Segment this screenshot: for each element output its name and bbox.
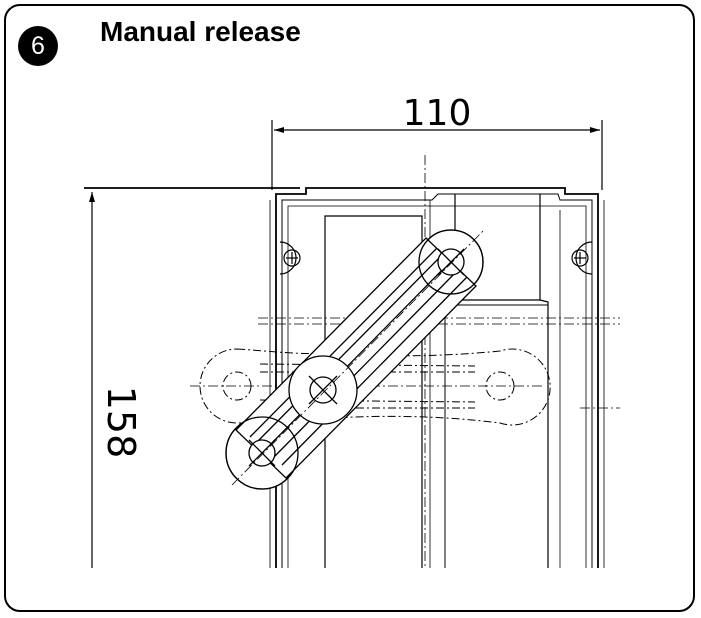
- width-dimension-label: 110: [403, 93, 472, 134]
- housing: [269, 187, 605, 568]
- step-number: 6: [31, 31, 45, 60]
- page-title: Manual release: [100, 16, 301, 47]
- step-number-badge: 6: [18, 26, 58, 66]
- screw-head-icon-left: [279, 241, 301, 275]
- center-lines: [190, 155, 620, 568]
- height-dimension-label: 158: [99, 386, 143, 459]
- width-dimension: [271, 120, 603, 190]
- lever-center-line: [231, 229, 485, 486]
- screw-head-icon-right: [571, 241, 593, 275]
- release-lever: [225, 229, 484, 490]
- diagram-frame: [4, 4, 695, 612]
- height-dimension: [84, 187, 300, 568]
